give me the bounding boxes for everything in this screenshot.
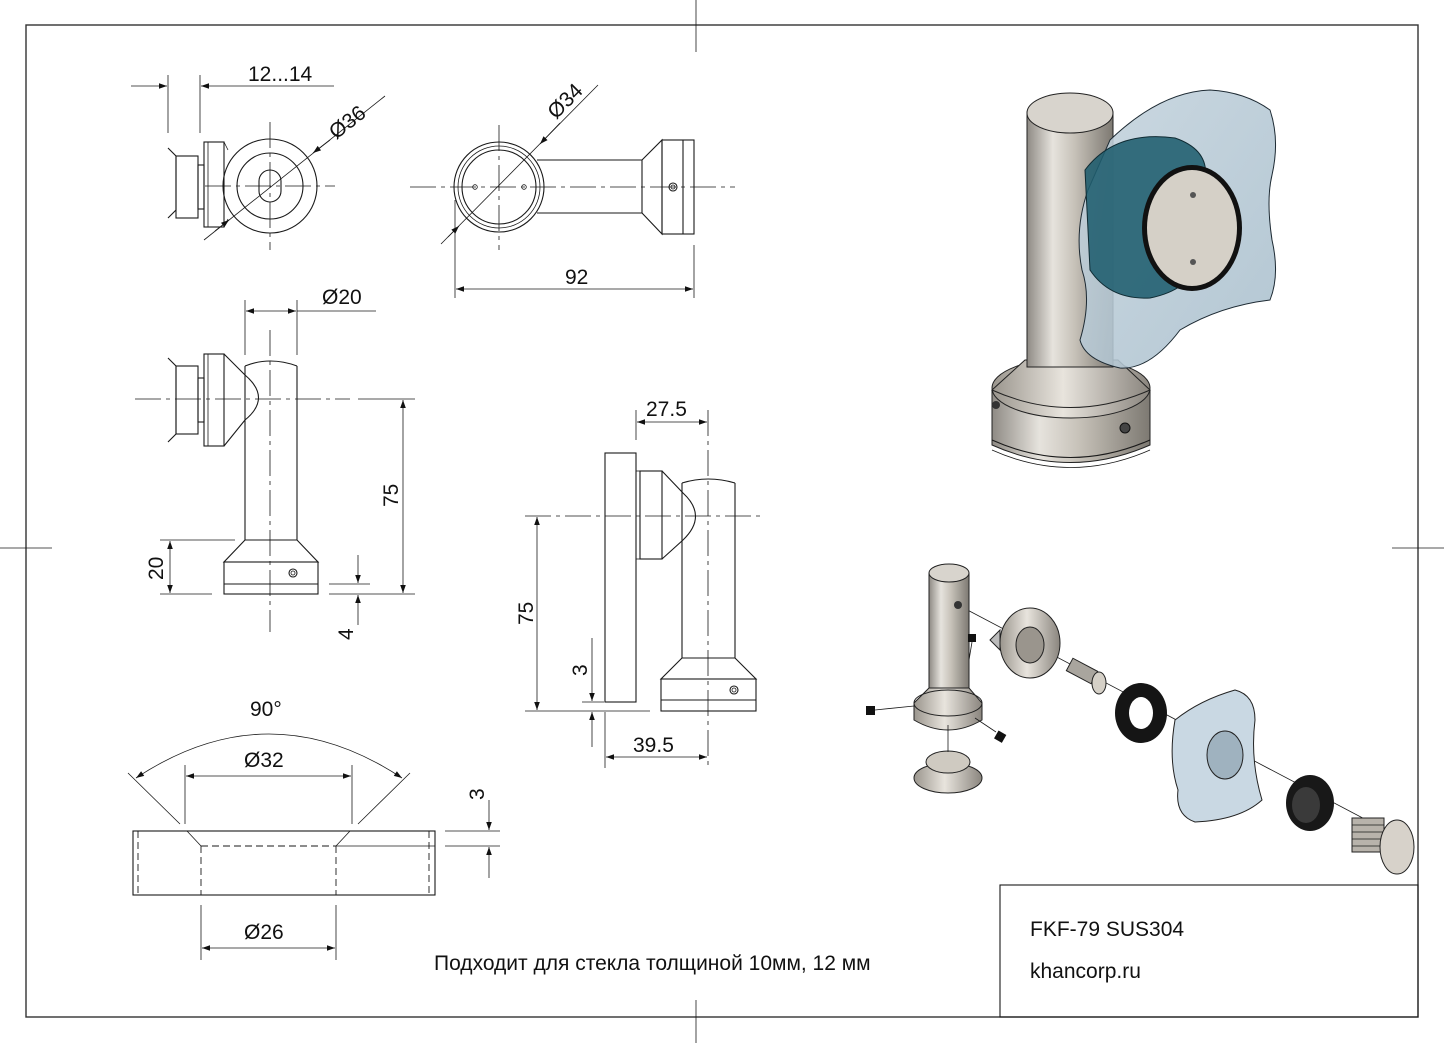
- view-side: 27.5 75 3 39.5: [515, 398, 762, 768]
- dim-inner-26: Ø26: [244, 921, 284, 944]
- product-code: FKF-79 SUS304: [1030, 918, 1185, 941]
- dim-thickness-3: 3: [466, 788, 489, 800]
- render-exploded: [866, 563, 1415, 875]
- title-block: [999, 884, 1419, 1018]
- dim-depth-39-5: 39.5: [633, 734, 674, 757]
- dim-glass-thickness: 12...14: [248, 63, 313, 86]
- view-front: Ø20 75 20 4: [135, 286, 415, 640]
- view-end-top-left: 12...14 Ø36: [131, 63, 386, 250]
- dim-height-75-side: 75: [515, 602, 538, 625]
- view-washer: 90° Ø32 Ø26 3: [127, 698, 500, 960]
- dim-offset-27-5: 27.5: [646, 398, 687, 421]
- dim-base-height: 20: [145, 557, 168, 580]
- glass-thickness-note: Подходит для стекла толщиной 10мм, 12 мм: [434, 952, 871, 975]
- dim-height-75: 75: [380, 484, 403, 507]
- render-assembled: [991, 89, 1277, 468]
- website: khancorp.ru: [1030, 960, 1141, 983]
- dim-ring-4: 4: [335, 628, 358, 640]
- dim-outer-32: Ø32: [244, 749, 284, 772]
- dim-length-92: 92: [565, 266, 588, 289]
- dim-angle-90: 90°: [250, 698, 282, 721]
- dim-diameter-34: Ø34: [543, 79, 588, 124]
- view-plan-top-center: 92 Ø34: [410, 79, 735, 298]
- dim-post-diameter: Ø20: [322, 286, 362, 309]
- dim-diameter-36: Ø36: [325, 101, 370, 144]
- dim-gap-3: 3: [569, 664, 592, 676]
